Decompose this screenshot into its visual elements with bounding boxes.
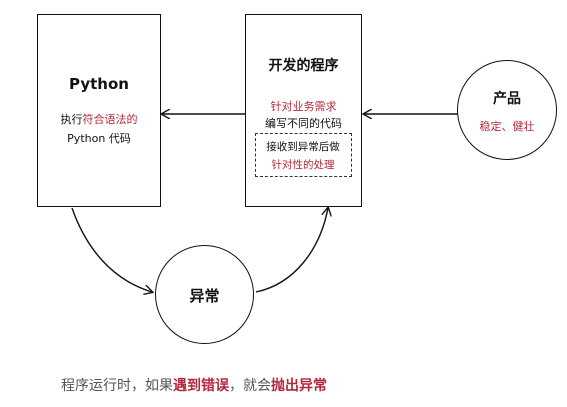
product-circle: 产品 稳定、健壮 [457,60,557,160]
product-title: 产品 [493,91,521,107]
caption-prefix: 程序运行时，如果 [61,378,173,394]
program-box: 开发的程序 针对业务需求 编写不同的代码 接收到异常后做 针对性的处理 [245,14,362,207]
exception-circle: 异常 [155,245,254,344]
program-desc-line2: 编写不同的代码 [265,117,342,130]
python-desc-prefix: 执行 [60,113,83,126]
python-box: Python 执行符合语法的 Python 代码 [37,14,161,207]
product-subtitle: 稳定、健壮 [479,120,535,133]
program-title: 开发的程序 [268,58,339,74]
handling-line1: 接收到异常后做 [266,141,340,153]
exception-handling-box: 接收到异常后做 针对性的处理 [255,133,352,177]
python-desc-highlight: 符合语法的 [82,113,138,126]
caption: 程序运行时，如果遇到错误，就会抛出异常 [61,375,327,395]
python-desc-line2: Python 代码 [67,132,131,145]
handling-line2: 针对性的处理 [271,159,335,171]
arrow-exception-to-program [255,208,328,293]
caption-middle: ，就会 [229,378,271,394]
arrow-python-to-exception [71,207,152,292]
caption-highlight-error: 遇到错误 [173,378,229,394]
exception-title: 异常 [189,287,220,305]
program-desc-line1: 针对业务需求 [270,100,337,113]
python-desc-line1: 执行符合语法的 [38,111,160,127]
python-title: Python [69,75,129,93]
caption-highlight-raise: 抛出异常 [271,378,327,394]
